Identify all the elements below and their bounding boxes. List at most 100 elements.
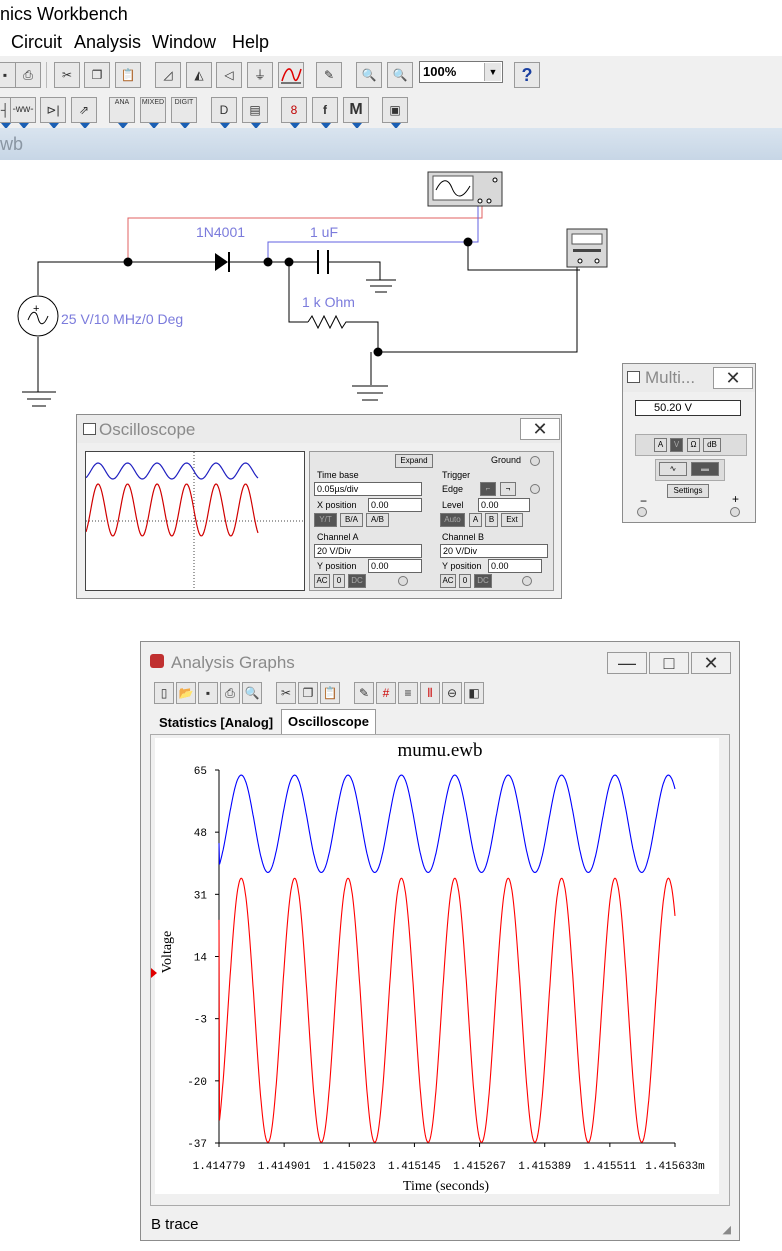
diodes-bin-icon[interactable]: ⊳|	[40, 97, 66, 129]
oscilloscope-titlebar[interactable]: Oscilloscope ✕	[77, 415, 561, 443]
trigger-radio[interactable]	[530, 484, 540, 494]
mode-yt-button[interactable]: Y/T	[314, 513, 337, 527]
controls-bin-icon[interactable]: f	[312, 97, 338, 129]
trigger-ext-button[interactable]: Ext	[501, 513, 523, 527]
voltmeter-button[interactable]: V	[670, 438, 683, 452]
instruments-bin-icon[interactable]: ▣	[382, 97, 408, 129]
paste-icon[interactable]: 📋	[320, 682, 340, 704]
channel-b-zero-button[interactable]: 0	[459, 574, 471, 588]
menu-window[interactable]: Window	[152, 32, 217, 52]
expand-button[interactable]: Expand	[395, 454, 433, 468]
channel-a-dc-button[interactable]: DC	[348, 574, 366, 588]
rotate-icon[interactable]: ◿	[155, 62, 181, 88]
copy-icon[interactable]: ❐	[298, 682, 318, 704]
chevron-down-icon[interactable]: ▼	[484, 63, 501, 81]
close-icon[interactable]: ✕	[520, 418, 560, 440]
menu-help[interactable]: Help	[232, 32, 270, 52]
tab-oscilloscope[interactable]: Oscilloscope	[281, 709, 376, 734]
basic-bin-icon[interactable]: -ww-	[10, 97, 36, 129]
analog-ics-bin-icon[interactable]: ANA	[109, 97, 135, 129]
minimize-icon[interactable]: —	[607, 652, 647, 674]
toggle-background-icon[interactable]: ◧	[464, 682, 484, 704]
x-tick-label: 1.415023	[323, 1161, 376, 1173]
channel-a-zero-button[interactable]: 0	[333, 574, 345, 588]
close-icon[interactable]: ✕	[691, 652, 731, 674]
channel-b-terminal[interactable]	[522, 576, 532, 586]
oscilloscope-chart[interactable]: mumu.ewb Voltage Time (seconds) 65483114…	[151, 736, 719, 1202]
new-file-icon[interactable]: ▯	[154, 682, 174, 704]
channel-b-scale-input[interactable]: 20 V/Div	[440, 544, 548, 558]
ground-terminal[interactable]	[530, 456, 540, 466]
digital-ics-bin-icon[interactable]: DIGIT	[171, 97, 197, 129]
zoom-select[interactable]: 100% ▼	[419, 61, 503, 83]
channel-a-ac-button[interactable]: AC	[314, 574, 330, 588]
ac-wave-icon[interactable]: ∿	[659, 462, 687, 476]
close-icon[interactable]: ✕	[713, 367, 753, 389]
ammeter-button[interactable]: A	[654, 438, 667, 452]
logic-gates-bin-icon[interactable]: D	[211, 97, 237, 129]
falling-edge-icon[interactable]: ¬	[500, 482, 516, 496]
cut-icon[interactable]: ✂	[276, 682, 296, 704]
open-folder-icon[interactable]: 📂	[176, 682, 196, 704]
print-icon[interactable]: ⎙	[15, 62, 41, 88]
x-position-input[interactable]: 0.00	[368, 498, 422, 512]
copy-icon[interactable]: ❐	[84, 62, 110, 88]
maximize-icon[interactable]: □	[649, 652, 689, 674]
tab-statistics-analog[interactable]: Statistics [Analog]	[159, 715, 274, 730]
timebase-input[interactable]: 0.05µs/div	[314, 482, 422, 496]
app-icon	[150, 654, 164, 668]
dc-line-icon[interactable]: ▬	[691, 462, 719, 476]
trigger-label: Trigger	[442, 470, 471, 480]
negative-terminal[interactable]	[637, 507, 647, 517]
multimeter-titlebar[interactable]: Multi... ✕	[623, 364, 755, 392]
channel-b-ypos-input[interactable]: 0.00	[488, 559, 542, 573]
channel-a-ypos-input[interactable]: 0.00	[368, 559, 422, 573]
paste-icon[interactable]: 📋	[115, 62, 141, 88]
resize-grip-icon[interactable]: ◢	[722, 1224, 731, 1236]
positive-terminal[interactable]	[730, 507, 740, 517]
menu-circuit[interactable]: Circuit	[11, 32, 63, 52]
graph-icon[interactable]	[278, 62, 304, 88]
circuit-canvas[interactable]: + 1N4001 1 uF 1 k Ohm 25 V/10 MHz/0 Deg	[0, 160, 782, 640]
channel-b-dc-button[interactable]: DC	[474, 574, 492, 588]
channel-b-ac-button[interactable]: AC	[440, 574, 456, 588]
analysis-titlebar[interactable]: Analysis Graphs — □ ✕	[141, 642, 739, 676]
miscellaneous-bin-icon[interactable]: M	[343, 97, 369, 129]
channel-a-scale-input[interactable]: 20 V/Div	[314, 544, 422, 558]
settings-button[interactable]: Settings	[667, 484, 709, 498]
legend-icon[interactable]: ≡	[398, 682, 418, 704]
digital-bin-icon[interactable]: ▤	[242, 97, 268, 129]
indicators-bin-icon[interactable]: 8	[281, 97, 307, 129]
component-properties-icon[interactable]: ✎	[316, 62, 342, 88]
ohmmeter-button[interactable]: Ω	[687, 438, 700, 452]
mode-ba-button[interactable]: B/A	[340, 513, 363, 527]
trigger-a-button[interactable]: A	[469, 513, 482, 527]
save-icon[interactable]: ▪	[198, 682, 218, 704]
transistors-bin-icon[interactable]: ⇗	[71, 97, 97, 129]
mode-ab-button[interactable]: A/B	[366, 513, 389, 527]
mixed-ics-bin-icon[interactable]: MIXED	[140, 97, 166, 129]
print-preview-icon[interactable]: 🔍	[242, 682, 262, 704]
print-icon[interactable]: ⎙	[220, 682, 240, 704]
zoom-out-icon[interactable]: 🔍	[356, 62, 382, 88]
zoom-value: 100%	[423, 64, 457, 79]
zoom-out-icon[interactable]: ⊖	[442, 682, 462, 704]
rising-edge-icon[interactable]: ⌐	[480, 482, 496, 496]
properties-icon[interactable]: ✎	[354, 682, 374, 704]
series-line-1	[218, 877, 676, 1143]
cursors-icon[interactable]: ⫴	[420, 682, 440, 704]
trigger-b-button[interactable]: B	[485, 513, 498, 527]
flip-vertical-icon[interactable]: ◁	[216, 62, 242, 88]
channel-a-terminal[interactable]	[398, 576, 408, 586]
help-button[interactable]: ?	[514, 62, 540, 88]
subcircuit-icon[interactable]: ⏚	[247, 62, 273, 88]
level-input[interactable]: 0.00	[478, 498, 530, 512]
cut-icon[interactable]: ✂	[54, 62, 80, 88]
status-text: B trace	[151, 1216, 199, 1233]
trigger-auto-button[interactable]: Auto	[440, 513, 465, 527]
flip-horizontal-icon[interactable]: ◭	[186, 62, 212, 88]
grid-icon[interactable]: #	[376, 682, 396, 704]
zoom-in-icon[interactable]: 🔍	[387, 62, 413, 88]
menu-analysis[interactable]: Analysis	[74, 32, 142, 52]
decibel-button[interactable]: dB	[703, 438, 721, 452]
